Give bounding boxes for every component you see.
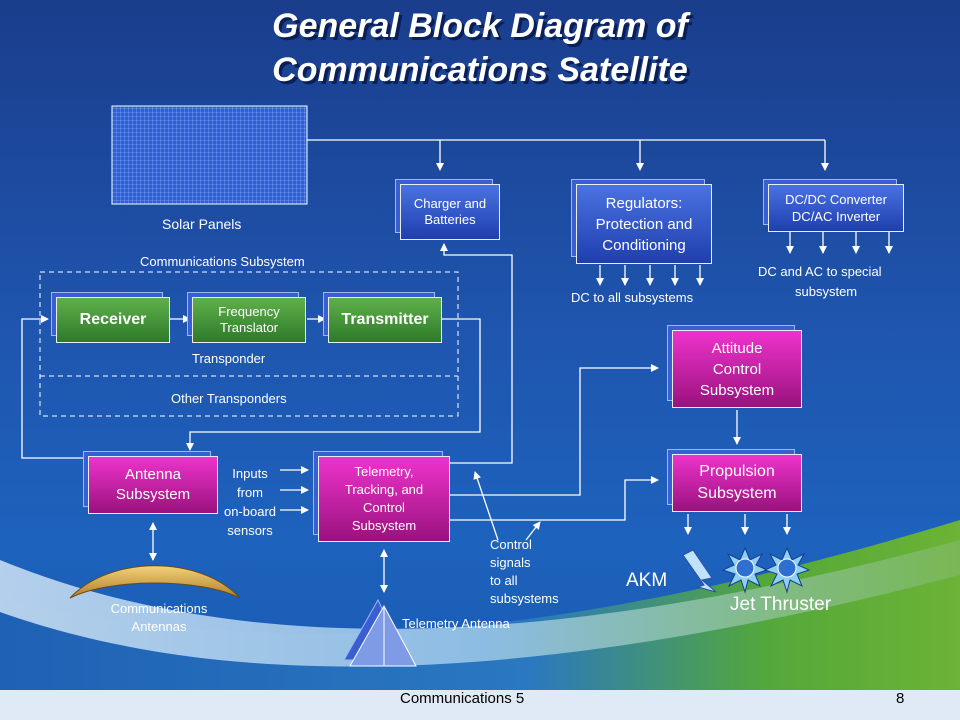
inputs-line-1: Inputs	[232, 466, 268, 481]
antenna-subsystem-block: Antenna Subsystem	[83, 451, 218, 514]
dcdc-line-2: DC/AC Inverter	[791, 209, 881, 224]
transponder-label: Transponder	[192, 351, 266, 366]
dc-ac-special-label-1: DC and AC to special	[758, 264, 882, 279]
freq-block-wrap: Frequency Translator	[187, 292, 306, 343]
charger-line-1: Charger and	[413, 196, 487, 211]
receiver-block: Receiver	[51, 292, 170, 343]
communications-antennas-label: Communications Antennas	[94, 600, 224, 636]
frequency-translator-block: Frequency Translator	[187, 292, 306, 343]
receiver-label: Receiver	[79, 311, 147, 328]
antenna-line-2: Subsystem	[115, 486, 191, 503]
attitude-block-wrap: Attitude Control Subsystem	[667, 325, 802, 408]
control-line-1: Control	[490, 537, 532, 552]
jet-thruster-label: Jet Thruster	[730, 594, 832, 615]
control-line-4: subsystems	[490, 591, 559, 606]
regulators-block: Regulators: Protection and Conditioning	[571, 179, 712, 264]
comm-antennas-line-1: Communications	[110, 601, 208, 616]
charger-block-wrap: Charger and Batteries	[395, 179, 500, 240]
propulsion-line-1: Propulsion	[699, 463, 775, 480]
page-title-line-2: Communications Satellite	[272, 51, 688, 89]
page-title-line-1: General Block Diagram of	[272, 7, 688, 45]
ttc-line-2: Tracking, and	[344, 482, 424, 497]
footer-page-number: 8	[896, 690, 905, 707]
akm-lightning-icon	[682, 549, 717, 593]
transmitter-block-wrap: Transmitter	[323, 292, 442, 343]
ttc-line-4: Subsystem	[351, 518, 417, 533]
receiver-block-wrap: Receiver	[51, 292, 170, 343]
charger-line-2: Batteries	[424, 212, 476, 227]
swoosh-highlight	[0, 540, 960, 667]
transmitter-block: Transmitter	[323, 292, 442, 343]
comm-antennas-line-2: Antennas	[131, 619, 187, 634]
regulators-line-2: Protection and	[595, 215, 693, 233]
dcdc-converter-block: DC/DC Converter DC/AC Inverter	[763, 179, 904, 232]
regulators-line-1: Regulators:	[605, 194, 683, 212]
solar-panel-grid	[111, 105, 308, 205]
propulsion-block-wrap: Propulsion Subsystem	[667, 449, 802, 512]
communications-dish-icon	[69, 565, 241, 599]
antenna-block-wrap: Antenna Subsystem	[83, 451, 218, 514]
freq-line-2: Translator	[219, 320, 279, 335]
telemetry-antenna-icon	[343, 598, 417, 667]
control-line-3: to all	[490, 573, 518, 588]
antenna-line-1: Antenna	[125, 466, 181, 483]
telemetry-antenna-label: Telemetry Antenna	[402, 616, 510, 631]
dcdc-block-wrap: DC/DC Converter DC/AC Inverter	[763, 179, 904, 232]
inputs-line-2: from	[237, 485, 263, 500]
jet-thruster-icon-1	[721, 546, 769, 594]
ttc-block-wrap: Telemetry, Tracking, and Control Subsyst…	[313, 451, 450, 542]
propulsion-subsystem-block: Propulsion Subsystem	[667, 449, 802, 512]
solar-panels-label: Solar Panels	[162, 216, 242, 232]
dc-to-all-label: DC to all subsystems	[571, 290, 694, 305]
ttc-subsystem-block: Telemetry, Tracking, and Control Subsyst…	[313, 451, 450, 542]
regulators-line-3: Conditioning	[602, 236, 686, 254]
inputs-line-3: on-board	[223, 504, 277, 519]
attitude-control-block: Attitude Control Subsystem	[667, 325, 802, 408]
regulators-block-wrap: Regulators: Protection and Conditioning	[571, 179, 712, 264]
propulsion-line-2: Subsystem	[697, 485, 777, 502]
attitude-line-2: Control	[712, 360, 762, 378]
ttc-line-3: Control	[363, 500, 405, 515]
other-transponders-label: Other Transponders	[171, 391, 287, 406]
dcdc-line-1: DC/DC Converter	[785, 192, 887, 207]
sensor-inputs-label: Inputs from on-board sensors	[222, 464, 278, 540]
comm-subsystem-boundary	[39, 271, 459, 417]
dc-ac-special-label-2: subsystem	[795, 284, 858, 299]
ttc-line-1: Telemetry,	[354, 464, 414, 479]
akm-label: AKM	[626, 570, 668, 591]
bottom-band	[0, 520, 960, 720]
control-signals-label: Control signals to all subsystems	[490, 536, 559, 608]
attitude-line-1: Attitude	[711, 339, 763, 357]
transmitter-label: Transmitter	[341, 311, 429, 328]
control-line-2: signals	[490, 555, 531, 570]
charger-batteries-block: Charger and Batteries	[395, 179, 500, 240]
footer-course: Communications 5	[400, 690, 525, 707]
jet-thruster-icon-2	[763, 546, 811, 594]
communications-subsystem-label: Communications Subsystem	[140, 254, 305, 269]
freq-line-1: Frequency	[218, 304, 280, 319]
attitude-line-3: Subsystem	[699, 381, 775, 399]
inputs-line-4: sensors	[227, 523, 273, 538]
